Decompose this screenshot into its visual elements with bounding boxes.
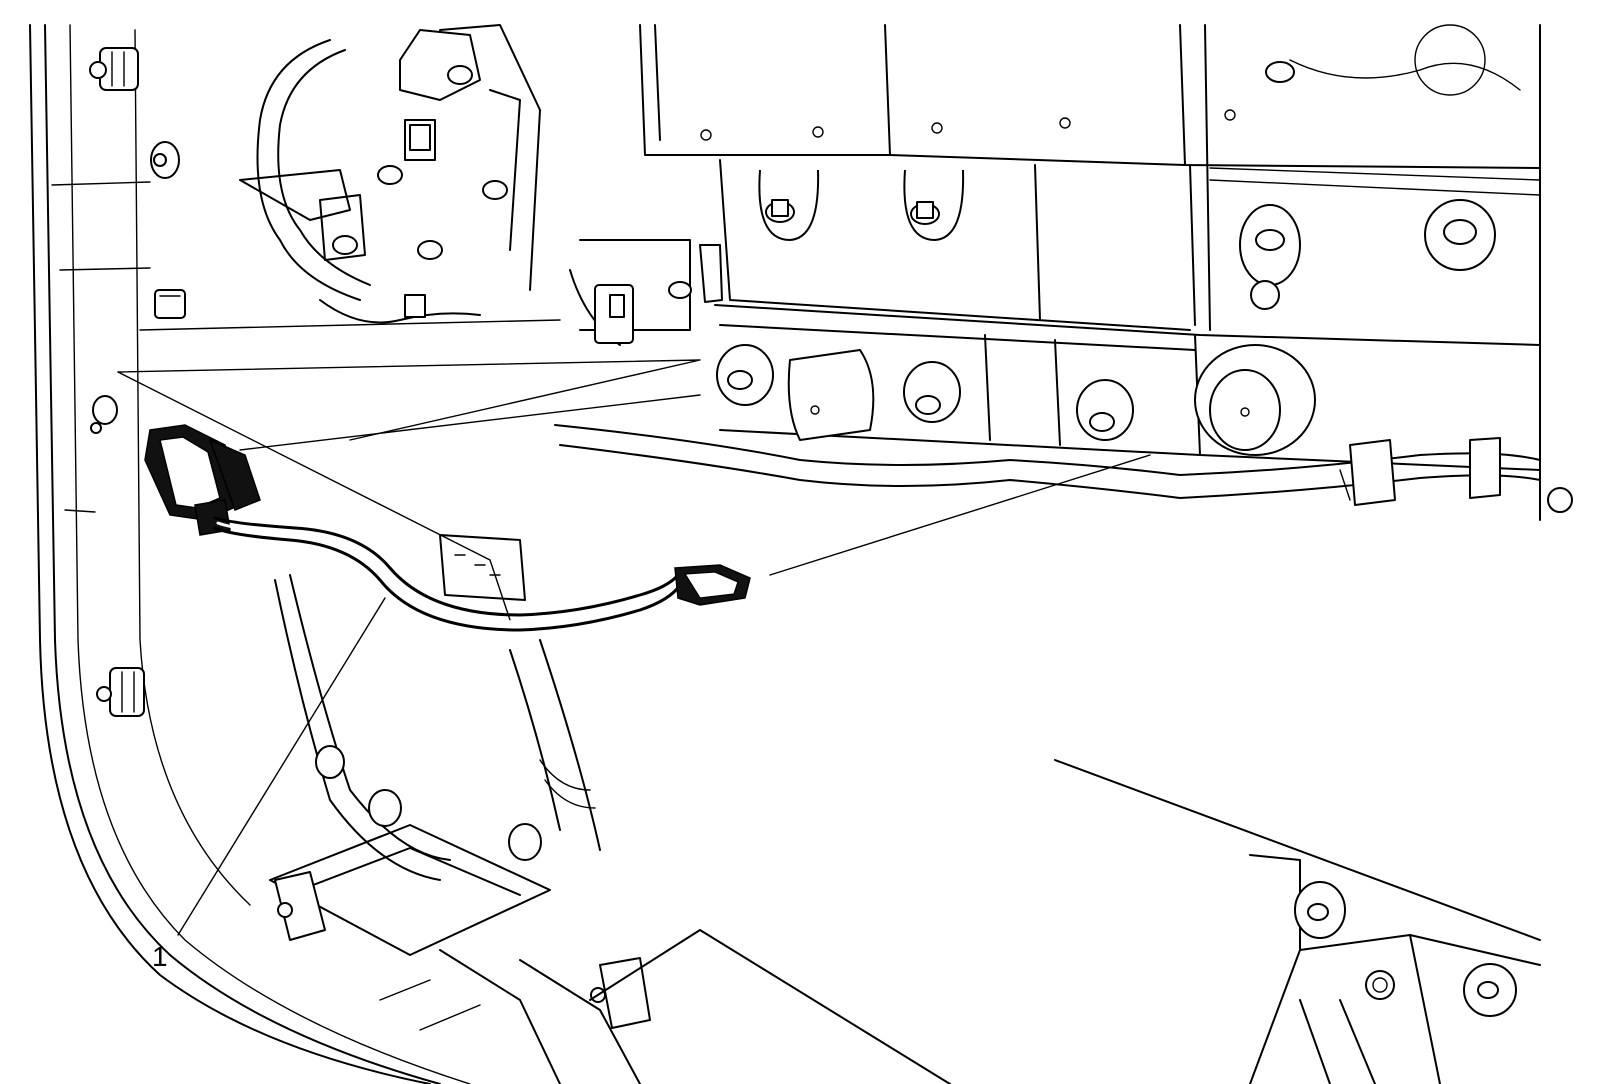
stud <box>903 361 961 423</box>
detail-projection <box>117 319 1151 621</box>
clip <box>89 47 139 91</box>
motor-drum <box>1194 344 1316 456</box>
callout-leader-1 <box>177 597 386 936</box>
lower-trim-supports <box>269 824 951 1084</box>
door-wiring-harness <box>554 424 1573 513</box>
stud <box>1076 379 1134 441</box>
callout-label-1: 1 <box>152 941 168 972</box>
stud <box>1424 199 1496 271</box>
door-beam <box>714 304 1541 471</box>
clip <box>96 667 145 717</box>
mounting-studs-upper <box>700 61 1496 310</box>
stud <box>903 169 965 241</box>
latch-mechanism <box>239 24 723 346</box>
support-block <box>590 957 651 1029</box>
harness-connector-large <box>144 424 261 536</box>
stud <box>1265 61 1295 83</box>
pigtail-harness <box>144 424 751 632</box>
clip <box>154 289 186 319</box>
door-trim-panel <box>29 24 471 1084</box>
speaker-cavity <box>274 574 601 881</box>
inner-door-frame <box>639 24 1541 521</box>
actuator-block <box>787 349 875 441</box>
retainer-clips <box>89 47 186 717</box>
lower-reinforcement <box>1054 759 1541 1084</box>
clip <box>90 395 118 434</box>
stud <box>1239 204 1301 310</box>
clip <box>150 141 180 179</box>
harness-connector-small <box>674 564 751 606</box>
stud <box>758 169 820 241</box>
support-block <box>274 871 326 941</box>
stud <box>716 344 774 406</box>
